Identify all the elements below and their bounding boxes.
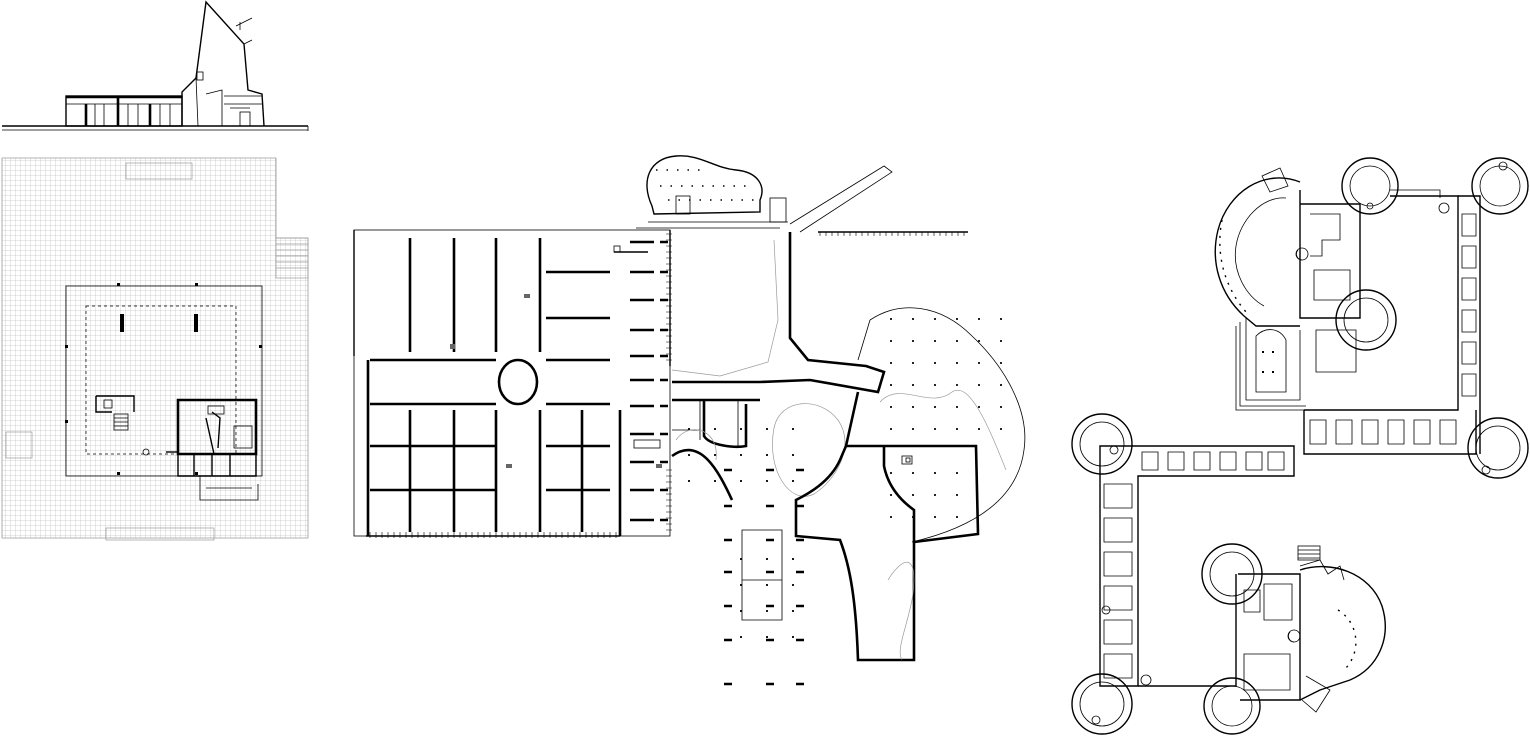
elevation-sculpted-tower [181,0,265,127]
north-pavilion [636,155,968,236]
tower-mid-lower [1201,543,1263,605]
tower-s [1203,677,1261,735]
campus-plan [353,155,1026,686]
link-corridors [671,232,886,506]
west-curved-bastion [1214,177,1301,327]
castle-plan [1071,157,1529,735]
castle-lower-wing [1099,445,1386,713]
central-oval-atrium [497,358,539,406]
castle-lower-towers [1071,413,1263,735]
elevation-glass-pavilion [65,95,183,127]
pavilion-columns [65,283,262,475]
elevation-drawing [2,0,309,131]
tower-se [1467,417,1529,479]
pavilion-plan [1,157,309,541]
roof-outline [85,305,237,455]
hall-partitions [370,238,668,536]
castle-upper-towers [1335,157,1529,479]
tower-sw [1071,673,1133,735]
main-hall [353,229,672,538]
tower-mid [1335,289,1397,351]
castle-upper-wing [1214,167,1481,455]
east-curved-bastion [1299,566,1386,701]
east-curved-volumes [772,307,1026,662]
tower-w [1071,413,1133,475]
tower-n [1341,157,1399,215]
south-colonnade [724,468,804,686]
pavilion-service-core [95,395,259,501]
tower-ne [1471,157,1529,215]
